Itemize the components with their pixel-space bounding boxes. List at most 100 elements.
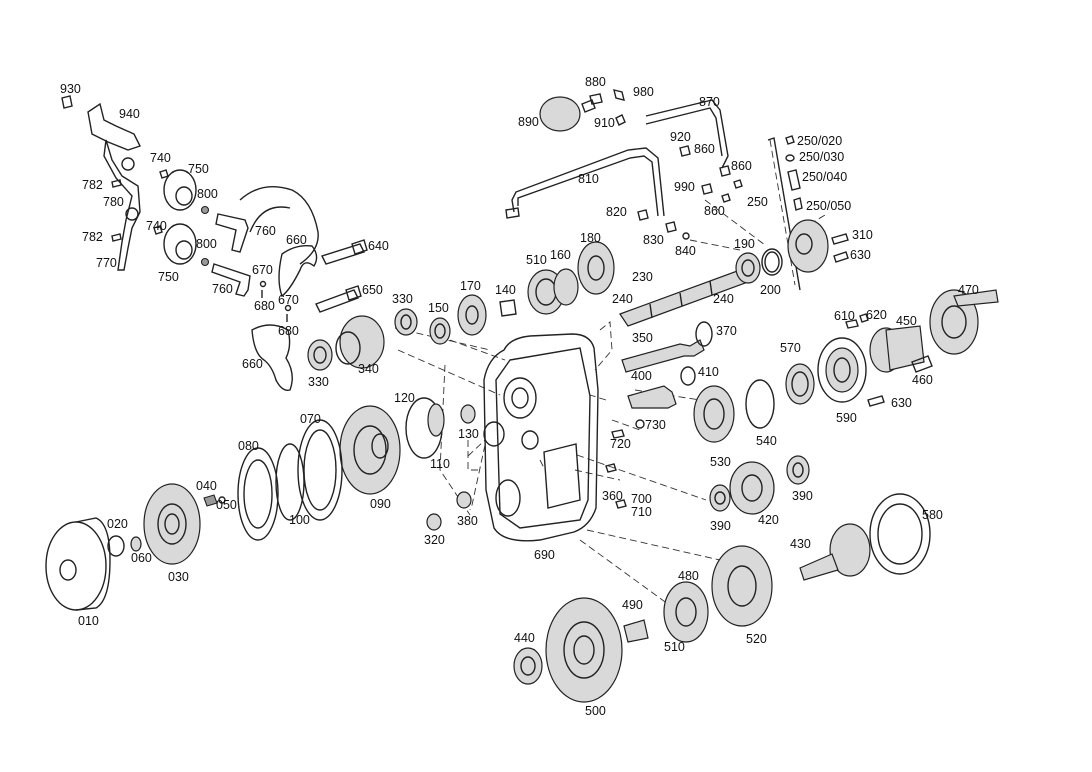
- part-150-ring: [429, 317, 451, 345]
- callout-690: 690: [534, 548, 555, 562]
- part-380-ring: [456, 491, 472, 509]
- callout-510: 510: [526, 253, 547, 267]
- callout-480: 480: [678, 569, 699, 583]
- part-810-pipe: [511, 147, 665, 217]
- shaft-group: [611, 321, 713, 439]
- callout-460: 460: [912, 373, 933, 387]
- part-200-ring: [761, 248, 783, 276]
- part-890-reservoir: [539, 96, 581, 132]
- callout-100: 100: [289, 513, 310, 527]
- callout-060: 060: [131, 551, 152, 565]
- part-590-seal: [785, 363, 815, 405]
- part-090-piston: [339, 405, 401, 495]
- part-350-shaft: [621, 339, 705, 373]
- part-390-bearing-b: [786, 455, 810, 485]
- callout-740: 740: [150, 151, 171, 165]
- callout-120: 120: [394, 391, 415, 405]
- part-060-ring: [130, 536, 142, 552]
- callout-330: 330: [392, 292, 413, 306]
- upper-gear-train: [307, 241, 783, 371]
- part-750-cover-a: [163, 169, 197, 211]
- callout-250-040: 250/040: [802, 170, 847, 184]
- part-400-shaft: [627, 385, 677, 409]
- part-940-bracket: [87, 102, 141, 151]
- callout-350: 350: [632, 331, 653, 345]
- callout-720: 720: [610, 437, 631, 451]
- callout-490: 490: [622, 598, 643, 612]
- callout-370: 370: [716, 324, 737, 338]
- callout-090: 090: [370, 497, 391, 511]
- part-130-ring: [460, 404, 476, 424]
- callout-250-020: 250/020: [797, 134, 842, 148]
- callout-860: 860: [694, 142, 715, 156]
- part-660-fork-b: [251, 324, 293, 391]
- callout-782: 782: [82, 178, 103, 192]
- callout-700: 700: [631, 492, 652, 506]
- callout-380: 380: [457, 514, 478, 528]
- assembly-leader-lines: [394, 139, 826, 621]
- part-640-bolt: [321, 243, 365, 265]
- part-520-gear: [711, 545, 773, 627]
- callout-360: 360: [602, 489, 623, 503]
- part-420-gear: [729, 461, 775, 515]
- callout-770: 770: [96, 256, 117, 270]
- callout-670: 670: [278, 293, 299, 307]
- callout-020: 020: [107, 517, 128, 531]
- part-390-bearing-a: [709, 484, 731, 512]
- callout-750: 750: [188, 162, 209, 176]
- part-160-ring: [553, 268, 579, 306]
- callout-660: 660: [286, 233, 307, 247]
- part-140-sleeve: [499, 299, 517, 317]
- callout-730: 730: [645, 418, 666, 432]
- callout-140: 140: [495, 283, 516, 297]
- callout-430: 430: [790, 537, 811, 551]
- callout-110: 110: [430, 457, 450, 471]
- part-070-plate: [297, 419, 343, 521]
- part-100-ring: [275, 443, 305, 521]
- part-430-shaft: [829, 523, 871, 577]
- callout-320: 320: [424, 533, 445, 547]
- part-180-gear: [577, 241, 615, 295]
- callout-labels: 930 940 740 750 782 780 800 740 782 770 …: [60, 75, 979, 718]
- callout-170: 170: [460, 279, 481, 293]
- pump-250-group: [767, 135, 849, 291]
- callout-930: 930: [60, 82, 81, 96]
- callout-640: 640: [368, 239, 389, 253]
- clutch-pack-group: [45, 397, 445, 611]
- callout-450: 450: [896, 314, 917, 328]
- callout-610: 610: [834, 309, 855, 323]
- callout-740: 740: [146, 219, 167, 233]
- callout-750: 750: [158, 270, 179, 284]
- callout-010: 010: [78, 614, 99, 628]
- part-760-shaft-b: [211, 263, 251, 297]
- callout-650: 650: [362, 283, 383, 297]
- callout-040: 040: [196, 479, 217, 493]
- callout-160: 160: [550, 248, 571, 262]
- callout-782: 782: [82, 230, 103, 244]
- callout-810: 810: [578, 172, 599, 186]
- callout-390: 390: [710, 519, 731, 533]
- part-870-pipe: [645, 99, 729, 169]
- part-320-ring: [426, 513, 442, 531]
- part-110-disc: [427, 403, 445, 437]
- part-490-sleeve: [623, 619, 649, 643]
- callout-710: 710: [631, 505, 652, 519]
- callout-680: 680: [278, 324, 299, 338]
- callout-440: 440: [514, 631, 535, 645]
- callout-050: 050: [216, 498, 237, 512]
- part-410-ring: [680, 366, 696, 386]
- part-030-carrier: [143, 483, 201, 565]
- callout-520: 520: [746, 632, 767, 646]
- part-930-bolt: [61, 95, 73, 109]
- part-650-bolt: [315, 289, 359, 313]
- callout-630: 630: [850, 248, 871, 262]
- callout-500: 500: [585, 704, 606, 718]
- callout-200: 200: [760, 283, 781, 297]
- callout-830: 830: [643, 233, 664, 247]
- part-250-pump: [787, 219, 829, 273]
- part-690-housing: [483, 333, 599, 542]
- callout-180: 180: [580, 231, 601, 245]
- callout-620: 620: [866, 308, 887, 322]
- part-750-cover-b: [163, 223, 197, 265]
